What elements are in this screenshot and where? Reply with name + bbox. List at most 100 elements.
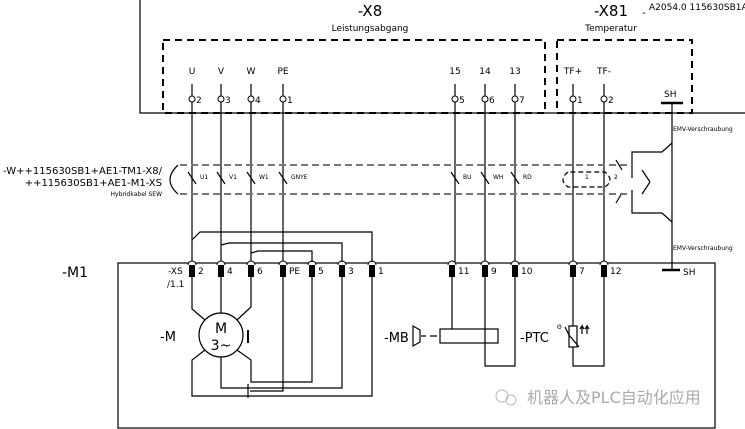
pin-block <box>601 265 607 277</box>
device-m1-outline <box>117 262 716 429</box>
top-terminal: 15 5 <box>449 67 465 262</box>
connector-pin: 4 <box>216 260 233 277</box>
core-label: WH <box>493 174 503 181</box>
ptc-wires <box>572 275 605 367</box>
core-mark <box>278 171 288 185</box>
x8-description: Leistungsabgang <box>332 24 409 34</box>
ptc-tag: -PTC <box>520 331 549 346</box>
core-mark <box>187 171 197 185</box>
cable-tag-line2: ++115630SB1+AE1-M1-XS <box>25 178 162 189</box>
motor-wires <box>191 275 373 398</box>
pin-socket <box>568 260 578 266</box>
cable-type: Hybridkabel SEW <box>111 191 163 198</box>
terminal-point <box>188 95 196 103</box>
connector-tag: -XS <box>168 267 183 277</box>
cable-sheath <box>180 164 628 195</box>
terminal-name: 14 <box>479 67 491 77</box>
motor-bridging-wires <box>191 231 373 262</box>
terminal-pin: 1 <box>577 96 583 106</box>
top-terminal: PE 1 <box>277 67 293 262</box>
core-label: V1 <box>229 174 237 181</box>
watermark-text: 机器人及PLC自动化应用 <box>527 388 701 407</box>
terminal-point <box>247 95 255 103</box>
connector-pin: 10 <box>510 260 533 277</box>
brake-tag: -MB <box>384 331 409 346</box>
pin-label: 9 <box>491 267 497 277</box>
connector-ref: /1.1 <box>167 280 184 290</box>
connector-pin: 2 <box>187 260 204 277</box>
terminal-point <box>481 95 489 103</box>
cable-sheath-end <box>169 164 179 195</box>
device-tag: -M1 <box>62 265 88 281</box>
top-terminal: 146 <box>479 67 495 262</box>
emv-gland-marks <box>615 159 651 204</box>
brake-wires <box>451 275 516 367</box>
terminal-point <box>279 95 287 103</box>
wechat-icon-bubble <box>505 394 517 406</box>
pin-label: 4 <box>227 267 233 277</box>
motor-tag: -M <box>160 330 176 345</box>
x81-terminal-box <box>556 39 693 114</box>
pin-socket <box>599 260 609 266</box>
pin-block <box>248 265 254 277</box>
core-label: BU <box>463 174 472 181</box>
top-terminal: TF+1 <box>563 67 583 262</box>
terminal-point <box>600 95 608 103</box>
x8-tag: -X8 <box>358 2 383 20</box>
terminal-pin: 1 <box>287 96 293 106</box>
terminal-name: 15 <box>449 67 460 77</box>
x81-description: Temperatur <box>584 24 637 34</box>
shield-label-bottom: SH <box>683 268 695 278</box>
pin-socket <box>246 260 256 266</box>
terminal-name: PE <box>277 67 288 77</box>
core-label: W1 <box>259 174 269 181</box>
pin-label: 1 <box>378 267 384 277</box>
core-label: 2 <box>614 174 618 181</box>
top-terminal: TF-2 <box>596 67 614 262</box>
pin-socket <box>216 260 226 266</box>
pin-socket <box>510 260 520 266</box>
ptc-slash <box>564 326 580 348</box>
terminal-name: V <box>218 67 225 77</box>
pin-label: 12 <box>610 267 621 277</box>
terminal-pin: 2 <box>608 96 614 106</box>
connector-pin: 12 <box>599 260 621 277</box>
brake-mb: -MB <box>384 275 516 367</box>
pin-label: 2 <box>198 267 204 277</box>
pin-block <box>512 265 518 277</box>
pin-block <box>189 265 195 277</box>
pin-block <box>482 265 488 277</box>
terminal-pin: 5 <box>459 96 465 106</box>
ptc-resistor <box>568 325 578 348</box>
connector-pin: 6 <box>246 260 263 277</box>
terminal-pin: 7 <box>519 96 525 106</box>
motor-symbol-3ph: 3~ <box>211 338 232 354</box>
pin-socket <box>480 260 490 266</box>
emv-label-top: EMV-Verschraubung <box>673 126 733 133</box>
brake-symbol <box>412 324 437 348</box>
pin-label: 3 <box>348 267 354 277</box>
top-terminal: U2 <box>188 67 202 262</box>
pin-block <box>218 265 224 277</box>
terminal-pin: 2 <box>196 96 202 106</box>
ptc-arrows-icon <box>579 324 590 334</box>
pin-label: PE <box>289 267 300 277</box>
terminal-point <box>511 95 519 103</box>
ptc-theta: Θ <box>557 324 562 331</box>
cable-tag-line1: -W++115630SB1+AE1-TM1-X8/ <box>3 166 163 177</box>
pin-block <box>570 265 576 277</box>
terminal-point <box>217 95 225 103</box>
reference-text: A2054.0 115630SB1A <box>649 3 745 13</box>
pin-label: 11 <box>458 267 469 277</box>
connector-pin: 7 <box>568 260 585 277</box>
connector-pin: 11 <box>447 260 469 277</box>
core-mark <box>216 171 226 185</box>
pin-block <box>280 265 286 277</box>
pin-block <box>369 265 375 277</box>
pin-block <box>309 265 315 277</box>
dash-mark: - <box>642 8 646 19</box>
pin-socket <box>447 260 457 266</box>
pin-socket <box>278 260 288 266</box>
